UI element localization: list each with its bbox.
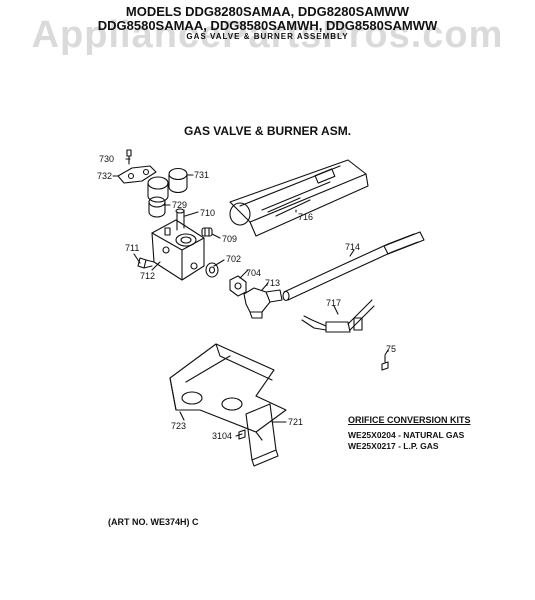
label-3104: 3104: [212, 431, 232, 441]
part-730-screw[interactable]: [126, 149, 132, 165]
label-732: 732: [97, 171, 112, 181]
label-710: 710: [200, 208, 215, 218]
kit-lp-gas: WE25X0217 - L.P. GAS: [348, 441, 439, 451]
part-731-coils[interactable]: [147, 167, 188, 203]
watermark: AppliancePartsPros.com: [31, 14, 504, 56]
label-731: 731: [194, 170, 209, 180]
label-716: 716: [298, 212, 313, 222]
orifice-conversion-kits: ORIFICE CONVERSION KITS WE25X0204 - NATU…: [348, 415, 471, 452]
part-717-igniter[interactable]: [301, 299, 375, 333]
part-716-burner[interactable]: [229, 159, 369, 237]
art-number: (ART NO. WE374H) C: [108, 517, 199, 527]
models-header-line-2: DDG8580SAMAA, DDG8580SAMWH, DDG8580SAMWW: [97, 18, 438, 33]
label-730: 730: [99, 154, 114, 164]
part-712-gas-valve[interactable]: [151, 219, 205, 281]
assembly-header: GAS VALVE & BURNER ASSEMBLY: [186, 32, 349, 41]
label-713: 713: [265, 278, 280, 288]
label-75: 75: [386, 344, 396, 354]
label-704: 704: [246, 268, 261, 278]
label-721: 721: [288, 417, 303, 427]
part-723-bracket[interactable]: [169, 343, 287, 441]
label-717: 717: [326, 298, 341, 308]
label-712: 712: [140, 271, 155, 281]
label-709: 709: [222, 234, 237, 244]
part-714-tube[interactable]: [282, 231, 425, 302]
kits-title: ORIFICE CONVERSION KITS: [348, 415, 471, 425]
label-702: 702: [226, 254, 241, 264]
part-702-orifice[interactable]: [205, 262, 219, 278]
kit-natural-gas: WE25X0204 - NATURAL GAS: [348, 430, 465, 440]
part-704-nut[interactable]: [229, 275, 247, 297]
part-labels: 730 732 731 729 710 709 711 712 702 704 …: [97, 154, 396, 441]
part-709-fitting[interactable]: [201, 227, 213, 237]
label-714: 714: [345, 242, 360, 252]
part-713-manifold[interactable]: [243, 287, 283, 319]
part-732-bracket[interactable]: [117, 165, 157, 184]
part-721-heat-shield[interactable]: [245, 403, 279, 467]
part-729-coil[interactable]: [148, 196, 166, 218]
label-711: 711: [125, 243, 139, 253]
label-723: 723: [171, 421, 186, 431]
diagram-title: GAS VALVE & BURNER ASM.: [183, 124, 352, 138]
part-3104-screw[interactable]: [238, 429, 246, 440]
part-75-screw[interactable]: [381, 355, 389, 371]
models-header-line-1: MODELS DDG8280SAMAA, DDG8280SAMWW: [125, 4, 410, 19]
label-729: 729: [172, 200, 187, 210]
part-711-orifice[interactable]: [137, 257, 155, 269]
part-710-solenoid[interactable]: [175, 208, 185, 231]
